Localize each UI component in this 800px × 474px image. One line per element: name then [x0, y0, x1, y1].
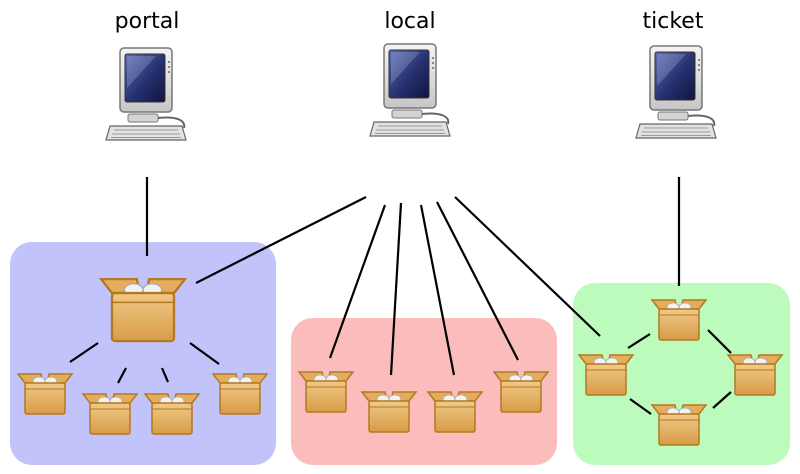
- portal-hub-package-icon: [99, 277, 187, 343]
- portal-package-icon-2: [82, 393, 138, 435]
- hub-to-child-3-line: [160, 367, 170, 383]
- ring-edge-2-line: [707, 329, 732, 354]
- local-group-region: [291, 318, 557, 465]
- portal-package-icon-4: [212, 373, 268, 415]
- ring-edge-1-line: [627, 333, 651, 349]
- hub-to-child-2-line: [117, 367, 127, 384]
- hub-to-child-4-line: [189, 342, 220, 365]
- ticket-package-icon-right: [727, 354, 783, 396]
- ring-edge-4-line: [629, 398, 652, 415]
- local-to-node-1-line: [328, 204, 387, 359]
- ticket-package-icon-left: [578, 354, 634, 396]
- ticket-computer-icon: [635, 45, 717, 139]
- ticket-group-region: [573, 283, 790, 465]
- portal-package-icon-1: [17, 373, 73, 415]
- local-computer-icon: [369, 43, 451, 137]
- ticket-package-icon-top: [651, 299, 707, 341]
- portal-package-icon-3: [144, 393, 200, 435]
- ring-edge-3-line: [712, 391, 732, 409]
- local-package-icon-1: [298, 371, 354, 413]
- local-package-icon-3: [427, 391, 483, 433]
- portal-computer-icon: [105, 47, 187, 141]
- ticket-package-icon-bottom: [651, 404, 707, 446]
- local-to-node-3-line: [419, 204, 456, 376]
- portal-group-region: [10, 242, 276, 465]
- connection-lines: [69, 177, 732, 415]
- local-to-portal-hub-line: [195, 196, 367, 284]
- local-package-icon-4: [493, 371, 549, 413]
- local-to-node-2-line: [389, 202, 403, 376]
- local-to-ticket-ring-line: [454, 196, 601, 337]
- local-to-node-4-line: [436, 201, 519, 361]
- local-label: local: [384, 9, 435, 34]
- portal-label: portal: [115, 9, 180, 34]
- hub-to-child-1-line: [69, 342, 99, 363]
- ticket-label: ticket: [643, 9, 704, 34]
- local-package-icon-2: [361, 391, 417, 433]
